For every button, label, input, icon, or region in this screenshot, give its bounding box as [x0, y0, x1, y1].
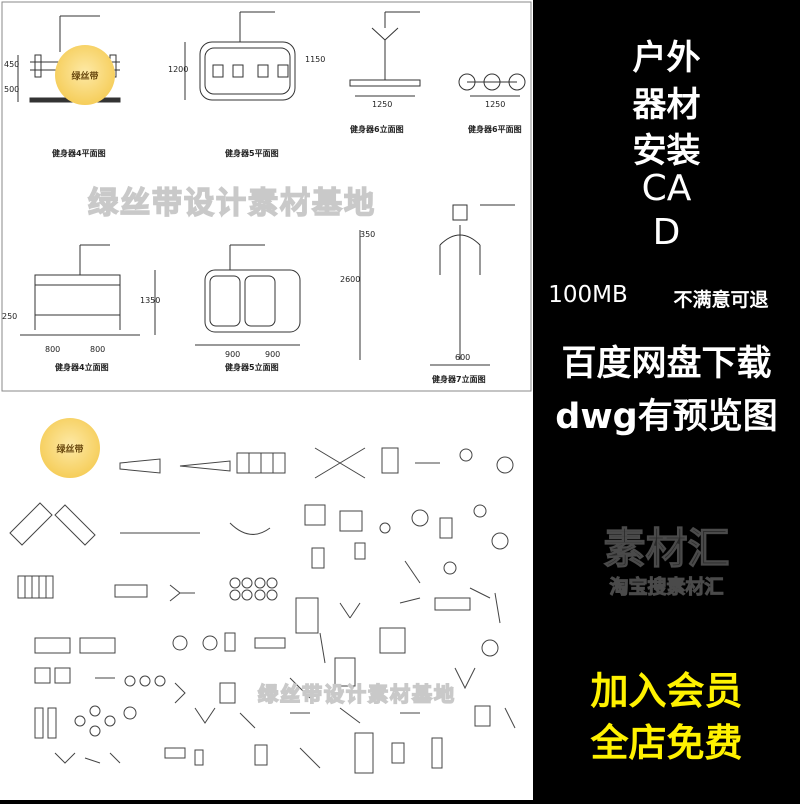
preview-info: dwg有预览图	[555, 397, 778, 437]
dim-1250-a: 1250	[372, 100, 393, 109]
title-line-2: 器材	[632, 85, 701, 125]
title-line-5: D	[652, 212, 681, 253]
dim-1150: 1150	[305, 55, 326, 64]
cad-drawing-bottom: 绿丝带 绿丝带设计素材基地	[0, 393, 533, 800]
product-info-panel: 户外 器材 安装 CA D 100MB 不满意可退 百度网盘下载 dwg有预览图…	[533, 0, 800, 800]
refund-note: 不满意可退	[673, 289, 769, 311]
dim-450: 450	[4, 60, 20, 69]
watermark-text-top: 绿丝带设计素材基地	[87, 185, 376, 222]
label-fitness6-elev: 健身器6立面图	[350, 125, 404, 134]
label-fitness5-elev: 健身器5立面图	[225, 363, 279, 372]
title-line-3: 安装	[632, 131, 701, 171]
dim-1350: 1350	[140, 296, 161, 305]
dim-350: 350	[360, 230, 376, 239]
label-fitness7-elev: 健身器7立面图	[432, 375, 486, 384]
dim-1200: 1200	[168, 65, 189, 74]
cad-drawing-top: 绿丝带 健身器4平面图 健身器5平面图 健身器6立面图 健身器6平面图 健身器4…	[0, 0, 533, 393]
cad-symbols-grid	[9, 447, 516, 774]
watermark-logo-top: 绿丝带	[55, 45, 115, 105]
dim-2600: 2600	[340, 275, 361, 284]
brand-subtitle: 淘宝搜素材汇	[609, 576, 724, 599]
label-fitness5-plan: 健身器5平面图	[225, 149, 279, 158]
label-fitness4-plan: 健身器4平面图	[52, 149, 106, 158]
file-size: 100MB	[548, 282, 628, 308]
dim-1250-b: 1250	[485, 100, 506, 109]
label-fitness6-plan: 健身器6平面图	[468, 125, 522, 134]
dim-800-b: 800	[90, 345, 106, 354]
dim-250: 250	[2, 312, 18, 321]
title-line-1: 户外	[632, 38, 701, 78]
download-info: 百度网盘下载	[561, 344, 772, 384]
label-fitness4-elev: 健身器4立面图	[55, 363, 109, 372]
watermark-logo-bottom: 绿丝带	[40, 418, 100, 478]
promo-join-member: 加入会员	[590, 669, 743, 713]
dim-500: 500	[4, 85, 20, 94]
promo-store-free: 全店免费	[590, 721, 743, 765]
dim-600: 600	[455, 353, 471, 362]
watermark-text-bottom: 绿丝带设计素材基地	[257, 681, 456, 707]
dim-900-a: 900	[225, 350, 241, 359]
logo-text: 绿丝带	[71, 72, 99, 82]
title-line-4: CA	[641, 168, 692, 209]
brand-logo-text: 素材汇	[603, 524, 730, 574]
logo-text-bottom: 绿丝带	[56, 445, 84, 455]
dim-900-b: 900	[265, 350, 281, 359]
dim-800-a: 800	[45, 345, 61, 354]
